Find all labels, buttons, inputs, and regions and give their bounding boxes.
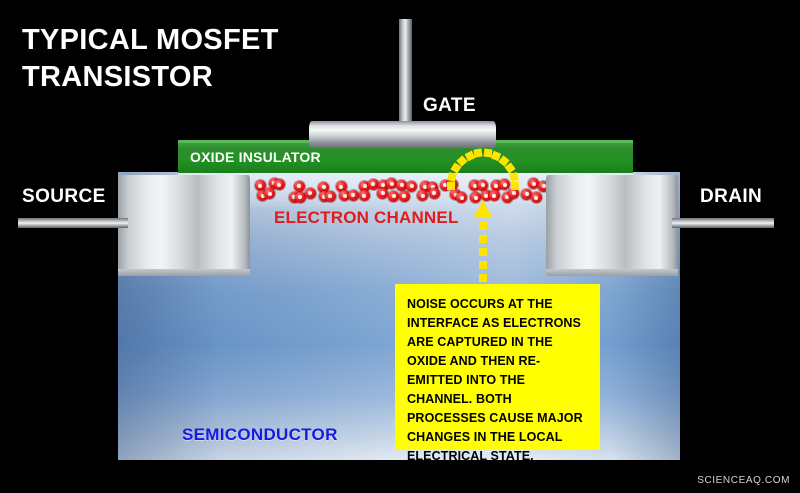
electron-dot bbox=[406, 180, 418, 192]
electron-dot bbox=[456, 192, 468, 204]
electron-dot bbox=[501, 191, 513, 203]
electron-dot bbox=[398, 190, 410, 202]
arc-dash bbox=[447, 182, 455, 190]
source-electrode-base bbox=[118, 269, 250, 276]
electron-dot bbox=[470, 192, 482, 204]
up-arrow-icon bbox=[474, 200, 492, 217]
electron-dot bbox=[288, 191, 300, 203]
page-title: TYPICAL MOSFET TRANSISTOR bbox=[22, 24, 279, 94]
source-label: SOURCE bbox=[22, 186, 106, 207]
arrow-dash bbox=[479, 222, 487, 230]
noise-callout-box: NOISE OCCURS AT THE INTERFACE AS ELECTRO… bbox=[395, 284, 600, 463]
electron-dot bbox=[488, 190, 500, 202]
electron-dot bbox=[358, 190, 370, 202]
electron-dot bbox=[377, 179, 389, 191]
gate-electrode-plate bbox=[309, 121, 496, 148]
electron-dot bbox=[469, 180, 481, 192]
electron-dot bbox=[427, 181, 439, 193]
electron-dot bbox=[530, 192, 542, 204]
electron-dot bbox=[318, 191, 330, 203]
electron-dot bbox=[521, 188, 533, 200]
drain-electrode bbox=[546, 175, 678, 276]
source-lead-wire bbox=[18, 218, 128, 228]
oxide-insulator-layer bbox=[178, 143, 633, 173]
source-electrode bbox=[118, 175, 250, 276]
electron-dot bbox=[257, 190, 269, 202]
electron-dot bbox=[318, 181, 330, 193]
electron-dot bbox=[538, 180, 550, 192]
electron-dot bbox=[508, 187, 520, 199]
watermark: SCIENCEAQ.COM bbox=[697, 475, 790, 486]
electron-dot bbox=[419, 181, 431, 193]
drain-label: DRAIN bbox=[700, 186, 763, 207]
electron-channel-label: ELECTRON CHANNEL bbox=[274, 208, 459, 227]
electron-dot bbox=[324, 190, 336, 202]
drain-lead-wire bbox=[672, 218, 774, 228]
electron-dot bbox=[347, 189, 359, 201]
electron-dot bbox=[528, 178, 540, 190]
arrow-dash bbox=[479, 248, 487, 256]
oxide-insulator-label: OXIDE INSULATOR bbox=[190, 149, 321, 165]
semiconductor-label: SEMICONDUCTOR bbox=[182, 425, 338, 444]
electron-dot bbox=[293, 180, 305, 192]
gate-terminal-stem bbox=[399, 19, 412, 127]
gate-label: GATE bbox=[423, 95, 476, 116]
noise-callout-text: NOISE OCCURS AT THE INTERFACE AS ELECTRO… bbox=[407, 297, 583, 463]
electron-dot bbox=[480, 190, 492, 202]
arrow-dash bbox=[479, 261, 487, 269]
electron-dot bbox=[339, 190, 351, 202]
electron-dot bbox=[450, 189, 462, 201]
drain-electrode-base bbox=[546, 269, 678, 276]
electron-dot bbox=[254, 180, 266, 192]
electron-dot bbox=[273, 179, 285, 191]
electron-dot bbox=[264, 188, 276, 200]
electron-dot bbox=[367, 178, 379, 190]
arrow-dash bbox=[479, 235, 487, 243]
electron-dot bbox=[499, 179, 511, 191]
electron-dot bbox=[388, 190, 400, 202]
electron-dot bbox=[359, 180, 371, 192]
arc-dash bbox=[510, 181, 520, 191]
electron-dot bbox=[439, 179, 451, 191]
electron-dot bbox=[377, 187, 389, 199]
electron-dot bbox=[428, 187, 440, 199]
electron-dot bbox=[417, 190, 429, 202]
electron-dot bbox=[477, 179, 489, 191]
electron-dot bbox=[294, 191, 306, 203]
electron-dot bbox=[396, 179, 408, 191]
electron-dot bbox=[335, 181, 347, 193]
electron-dot bbox=[304, 187, 316, 199]
electron-dot bbox=[490, 180, 502, 192]
arrow-dash bbox=[479, 274, 487, 282]
electron-dot bbox=[386, 178, 397, 190]
